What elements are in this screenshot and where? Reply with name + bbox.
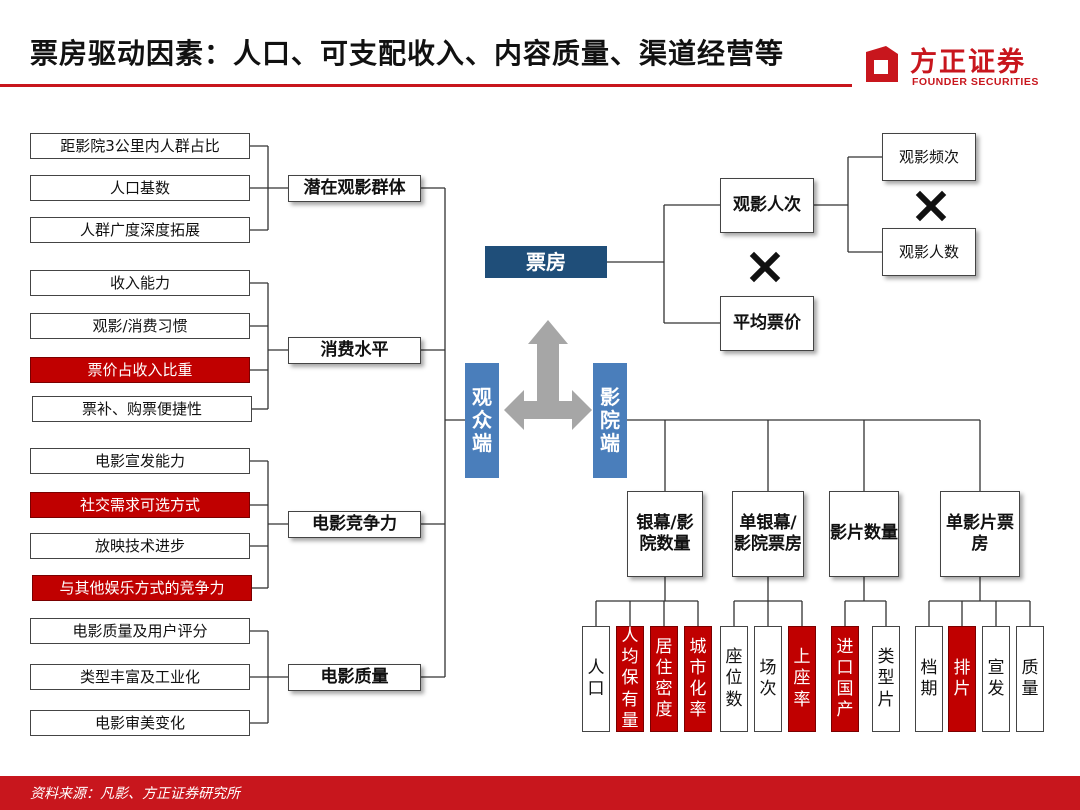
leaf-box: 质量 — [1016, 626, 1044, 732]
factor-box: 电影质量及用户评分 — [30, 618, 250, 644]
factor-box: 观影/消费习惯 — [30, 313, 250, 339]
screens-node: 银幕/影院数量 — [627, 491, 703, 577]
factor-box: 收入能力 — [30, 270, 250, 296]
factor-box: 票补、购票便捷性 — [32, 396, 252, 422]
logo-text-cn: 方正证券 — [910, 47, 1026, 78]
leaf-box: 档期 — [915, 626, 943, 732]
factor-box: 放映技术进步 — [30, 533, 250, 559]
multiply-icon — [749, 190, 947, 283]
leaf-box: 宣发 — [982, 626, 1010, 732]
leaf-box-highlighted: 人均保有量 — [616, 626, 644, 732]
leaf-box-highlighted: 城市化率 — [684, 626, 712, 732]
cinema-side-label: 影院端 — [593, 363, 627, 478]
category-box: 电影竞争力 — [288, 511, 421, 538]
factor-box: 电影宣发能力 — [30, 448, 250, 474]
page-title: 票房驱动因素：人口、可支配收入、内容质量、渠道经营等 — [30, 37, 785, 70]
factor-box: 人口基数 — [30, 175, 250, 201]
three-way-arrow-icon — [504, 320, 592, 430]
factor-box: 电影审美变化 — [30, 710, 250, 736]
category-box: 电影质量 — [288, 664, 421, 691]
category-box: 消费水平 — [288, 337, 421, 364]
admissions-node: 观影人次 — [720, 178, 814, 233]
per-film-box-office-node: 单影片票房 — [940, 491, 1020, 577]
viewers-node: 观影人数 — [882, 228, 976, 276]
leaf-box: 人口 — [582, 626, 610, 732]
leaf-box-highlighted: 进口国产 — [831, 626, 859, 732]
source-note: 资料来源：凡影、方正证券研究所 — [30, 786, 240, 802]
leaf-box: 座位数 — [720, 626, 748, 732]
factor-box: 人群广度深度拓展 — [30, 217, 250, 243]
audience-side-label: 观众端 — [465, 363, 499, 478]
logo-text-en: FOUNDER SECURITIES — [912, 76, 1039, 88]
founder-logo-icon — [866, 46, 898, 82]
factor-box-highlighted: 与其他娱乐方式的竞争力 — [32, 575, 252, 601]
film-count-node: 影片数量 — [829, 491, 899, 577]
category-box: 潜在观影群体 — [288, 175, 421, 202]
leaf-box-highlighted: 上座率 — [788, 626, 816, 732]
footer-bar: 资料来源：凡影、方正证券研究所 — [0, 776, 1080, 810]
factor-box: 类型丰富及工业化 — [30, 664, 250, 690]
leaf-box: 类型片 — [872, 626, 900, 732]
per-screen-box-office-node: 单银幕/影院票房 — [732, 491, 804, 577]
avg-price-node: 平均票价 — [720, 296, 814, 351]
factor-box-highlighted: 社交需求可选方式 — [30, 492, 250, 518]
title-divider — [0, 84, 852, 87]
leaf-box-highlighted: 居住密度 — [650, 626, 678, 732]
frequency-node: 观影频次 — [882, 133, 976, 181]
leaf-box: 场次 — [754, 626, 782, 732]
factor-box: 距影院3公里内人群占比 — [30, 133, 250, 159]
leaf-box-highlighted: 排片 — [948, 626, 976, 732]
factor-box-highlighted: 票价占收入比重 — [30, 357, 250, 383]
box-office-node: 票房 — [485, 246, 607, 278]
